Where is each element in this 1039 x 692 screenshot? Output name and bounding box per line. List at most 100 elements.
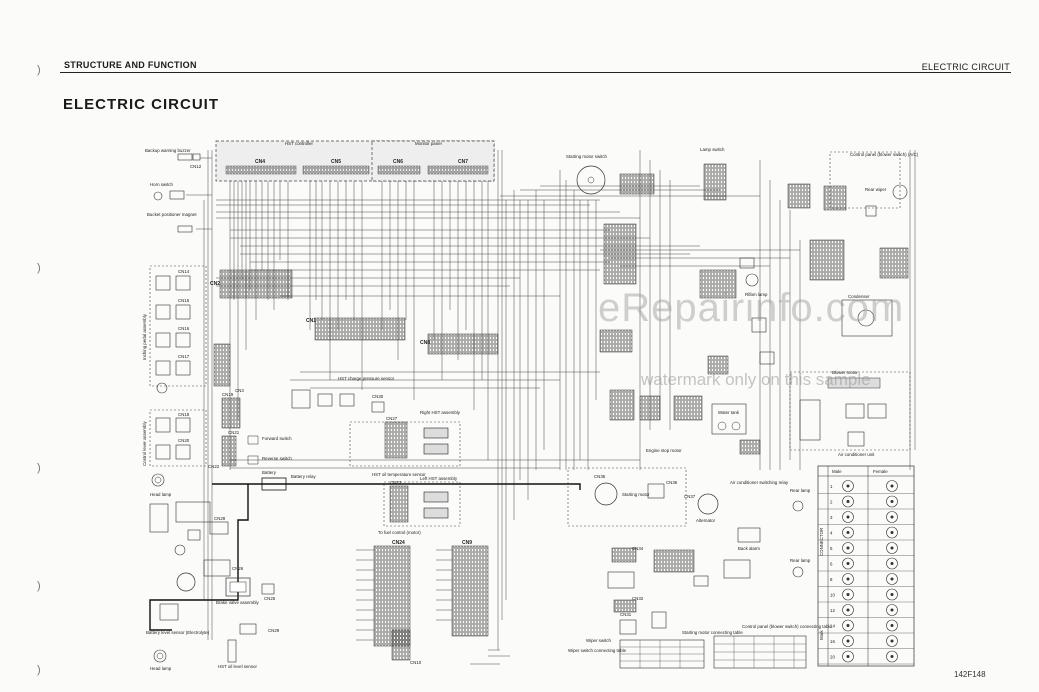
- svg-text:Head lamp: Head lamp: [150, 666, 172, 671]
- header-rule: [60, 72, 1011, 73]
- svg-text:Battery: Battery: [262, 470, 277, 475]
- connector-pin: [846, 562, 850, 565]
- svg-text:CN34: CN34: [632, 546, 644, 551]
- connector-pin: [890, 546, 894, 550]
- binding-mark: ): [37, 64, 41, 76]
- control-lever-box: [149, 409, 207, 467]
- connector-row-number: 20: [830, 655, 835, 660]
- connector-pin: [846, 624, 850, 627]
- fuel-control-label: To fuel control (motor): [378, 530, 421, 535]
- cn8-connector: [427, 333, 499, 355]
- connector-pin: [846, 500, 850, 503]
- svg-text:CN17: CN17: [178, 354, 190, 359]
- control-panel-box: [829, 151, 901, 209]
- rear-lamp: [792, 500, 804, 512]
- backup-buzzer-label: Backup warning buzzer: [145, 148, 191, 153]
- backup-buzzer: [177, 153, 193, 161]
- rear-wiper-motor: [892, 184, 908, 200]
- cn12-label: CN12: [190, 164, 202, 169]
- connector-pin: [890, 531, 894, 534]
- connector-pin: [890, 624, 894, 627]
- alternator: [697, 493, 719, 515]
- svg-text:CN19: CN19: [222, 392, 234, 397]
- svg-text:CN9: CN9: [462, 540, 472, 546]
- cn24-connector: [373, 545, 411, 647]
- svg-text:CN18: CN18: [178, 412, 190, 417]
- room-lamp: [745, 273, 759, 287]
- lamp-switch-label: Lamp switch: [700, 147, 725, 152]
- connector-row-number: 10: [830, 593, 835, 598]
- binding-mark: ): [37, 580, 41, 592]
- cn5-pins: [302, 165, 370, 175]
- brake-valve: [225, 577, 251, 597]
- condenser: [841, 299, 893, 337]
- binding-mark: ): [37, 262, 41, 274]
- charge-pressure-sensor-label: HST charge pressure sensor: [338, 376, 395, 381]
- cn9-connector: [451, 545, 489, 637]
- connector-face: [886, 573, 898, 585]
- cn7-label: CN7: [458, 159, 468, 165]
- svg-text:Back alarm: Back alarm: [738, 546, 760, 551]
- head-lamp: [151, 473, 165, 487]
- air-conditioner-label: Air conditioner unit: [838, 452, 875, 457]
- connector-row-number: 16: [830, 639, 835, 644]
- svg-text:CN36: CN36: [666, 480, 678, 485]
- svg-text:Head lamp: Head lamp: [150, 492, 172, 497]
- connector-pin: [890, 608, 894, 612]
- connector-face: [842, 573, 854, 585]
- connector-row-number: 12: [830, 608, 835, 613]
- left-hst-label: Left HST assembly: [420, 476, 458, 481]
- cn3-label: CN3: [235, 388, 244, 393]
- svg-text:CN32: CN32: [632, 596, 644, 601]
- svg-text:CN25: CN25: [264, 596, 276, 601]
- rear-lamp-2: [792, 566, 804, 578]
- control-lever-label: Control lever assembly: [142, 421, 147, 466]
- svg-text:CN29: CN29: [268, 628, 280, 633]
- header-chapter-title: ELECTRIC CIRCUIT: [921, 62, 1010, 72]
- starting-switch-label: Starting motor switch: [566, 154, 608, 159]
- connector-pin: [846, 531, 850, 534]
- connector-face: [886, 495, 898, 508]
- svg-text:CN1: CN1: [306, 318, 316, 324]
- connector-face: [886, 650, 898, 663]
- bucket-positioner-label: Bucket positioner magnet: [147, 212, 197, 217]
- brake-valve-label: Brake valve assembly: [216, 600, 260, 605]
- svg-text:Water tank: Water tank: [718, 410, 740, 415]
- pedal-assembly-label: Inching pedal assembly: [142, 313, 147, 360]
- cn4-label: CN4: [255, 159, 265, 165]
- svg-text:CN20: CN20: [178, 438, 190, 443]
- wiper-switch-label: Wiper switch: [586, 638, 611, 643]
- svg-text:Wiper switch connecting table: Wiper switch connecting table: [568, 648, 627, 653]
- svg-text:CN16: CN16: [178, 326, 190, 331]
- binding-mark: ): [37, 462, 41, 474]
- connector-pin: [890, 500, 894, 503]
- connector-row-number: 3: [830, 515, 833, 520]
- lamp-switch: [703, 163, 727, 201]
- connector-row-number: 6: [830, 562, 833, 567]
- svg-text:CN31: CN31: [620, 612, 632, 617]
- connector-row-number: 2: [830, 500, 833, 505]
- connector-pin: [846, 577, 850, 581]
- connector-pin: [846, 484, 850, 488]
- connector-face: [842, 588, 854, 601]
- rear-wiper-label: Rear wiper: [865, 187, 887, 192]
- connector-face: [886, 480, 898, 492]
- svg-text:Condenser: Condenser: [848, 294, 870, 299]
- ac-switching-relay-label: Air conditioner switching relay: [730, 480, 789, 485]
- connector-pin: [890, 639, 894, 643]
- svg-text:CN2: CN2: [210, 281, 220, 287]
- charge-pressure-sensor: [291, 389, 311, 409]
- cn3-connector: [213, 343, 231, 387]
- cn19-connector: [221, 397, 241, 429]
- cn1-connector: [314, 317, 406, 341]
- connector-face: [886, 635, 898, 647]
- battery-level-sensor: [159, 603, 179, 621]
- svg-text:CN26: CN26: [232, 566, 244, 571]
- header-section-title: STRUCTURE AND FUNCTION: [64, 60, 197, 70]
- binding-mark: ): [37, 664, 41, 676]
- connector-face: [842, 480, 854, 492]
- connector-face: [886, 526, 898, 539]
- svg-text:Starting motor: Starting motor: [622, 492, 650, 497]
